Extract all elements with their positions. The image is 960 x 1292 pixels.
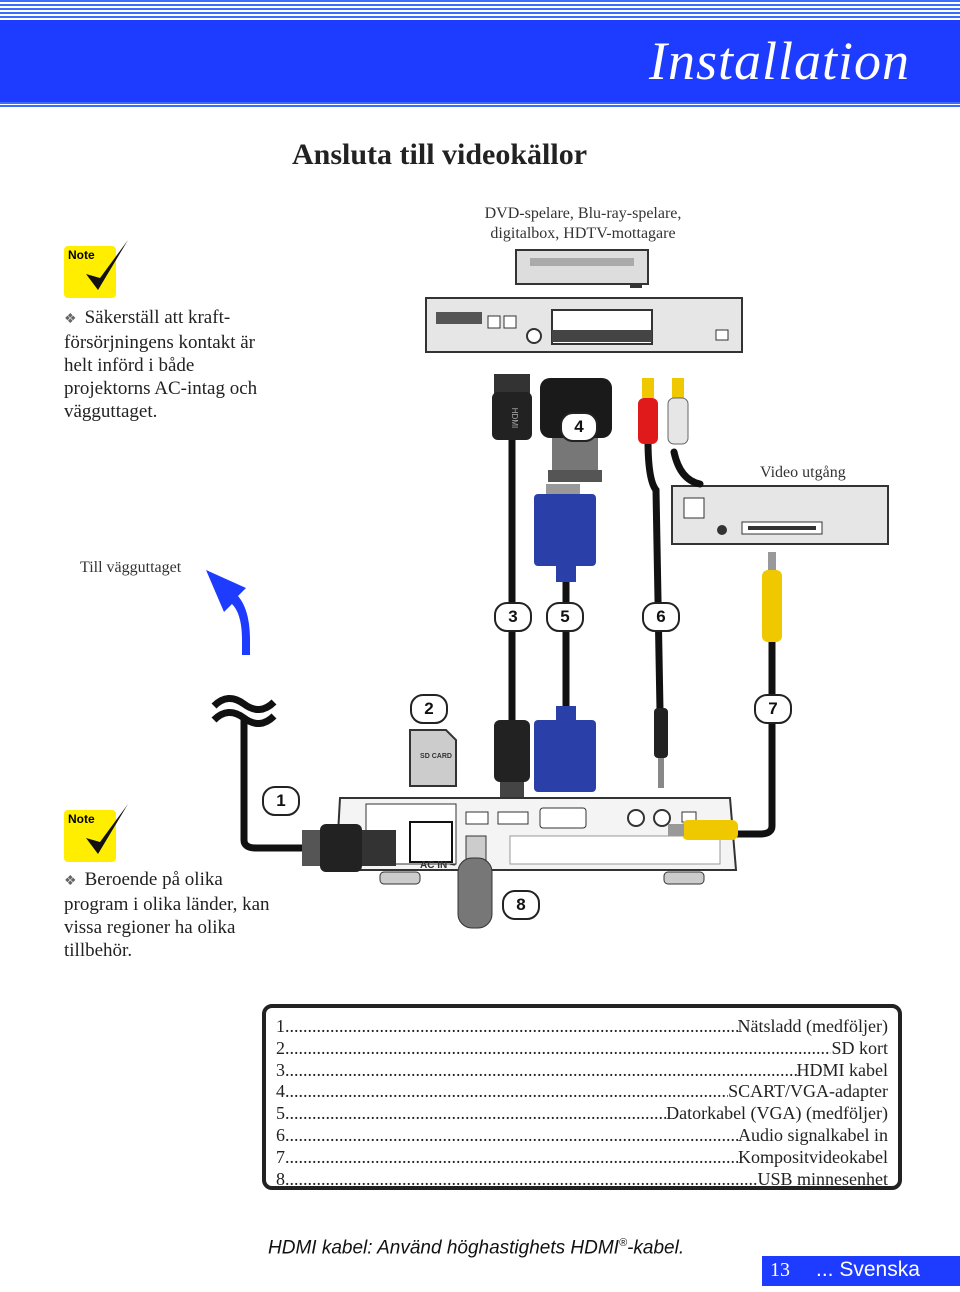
hdmi-plug-top: HDMI <box>492 374 532 440</box>
note-label: Note <box>68 248 95 262</box>
hdmi-plug-bottom <box>494 720 530 798</box>
composite-plug-bottom <box>668 820 738 840</box>
note-text-2-body: Beroende på olika program i olika länder… <box>64 869 270 961</box>
legend-number: 7 <box>276 1146 285 1167</box>
page-footer: 13 ... Svenska <box>762 1256 960 1286</box>
note-icon: Note <box>64 802 130 864</box>
usb-drive <box>457 835 493 929</box>
legend-text: Datorkabel (VGA) (medföljer) <box>666 1103 888 1124</box>
audio-jack <box>654 708 668 788</box>
bullet-icon: ❖ <box>64 312 77 327</box>
marker-3: 3 <box>494 602 532 632</box>
footer-note-prefix: HDMI kabel: Använd höghastighets HDMI <box>268 1237 619 1259</box>
legend-text: Audio signalkabel in <box>738 1124 888 1145</box>
header-underline <box>0 102 960 108</box>
source-caption-line1: DVD-spelare, Blu-ray-spelare, <box>484 205 682 222</box>
rca-plugs <box>638 378 689 445</box>
power-cable <box>240 716 324 852</box>
source-caption: DVD-spelare, Blu-ray-spelare, digitalbox… <box>458 204 708 244</box>
video-player <box>671 485 889 545</box>
note-icon: Note <box>64 238 130 300</box>
legend-text: HDMI kabel <box>796 1059 888 1080</box>
rca-white-cable <box>670 448 704 488</box>
checkmark-icon <box>86 240 128 290</box>
legend-row: 8 USB minnesenhet <box>276 1169 888 1191</box>
marker-8: 8 <box>502 890 540 920</box>
marker-6: 6 <box>642 602 680 632</box>
legend-number: 8 <box>276 1168 285 1189</box>
legend-row: 6 Audio signalkabel in <box>276 1125 888 1147</box>
note-label: Note <box>68 812 95 826</box>
composite-plug-top <box>762 552 782 642</box>
legend-text: SCART/VGA-adapter <box>728 1081 888 1102</box>
marker-4: 4 <box>560 412 598 442</box>
power-plug <box>302 824 396 872</box>
bullet-icon: ❖ <box>64 874 77 889</box>
composite-cable <box>726 636 776 838</box>
sd-card: SD CARD <box>409 729 457 787</box>
language-label: ... Svenska <box>816 1258 920 1281</box>
legend-box: 1 Nätsladd (medföljer) 2 SD kort 3 HDMI ka… <box>262 1004 902 1190</box>
note-text-1-body: Säkerställ att kraft­försörjningens kont… <box>64 307 258 422</box>
footer-note-suffix: -kabel. <box>627 1237 685 1259</box>
registered-mark: ® <box>618 1237 628 1249</box>
header-stripes <box>0 0 960 20</box>
connection-diagram: HDMI SD CARD <box>206 249 889 929</box>
legend-row: 4 SCART/VGA-adapter <box>276 1081 888 1103</box>
legend-text: Kompositvideokabel <box>738 1146 888 1167</box>
header-bar <box>0 20 960 102</box>
settop-box <box>515 249 649 288</box>
wall-outlet-label: Till vägguttaget <box>80 559 182 576</box>
source-caption-line2: digitalbox, HDTV-mottagare <box>490 225 676 242</box>
wall-arrow-icon <box>206 570 250 655</box>
page-title: Installation <box>648 31 910 91</box>
projector: AC IN ~ <box>334 797 738 885</box>
legend-number: 3 <box>276 1059 285 1080</box>
marker-2: 2 <box>410 694 448 724</box>
legend-number: 5 <box>276 1103 285 1124</box>
legend-number: 2 <box>276 1037 285 1058</box>
page-number: 13 <box>770 1259 790 1281</box>
legend-number: 6 <box>276 1124 285 1145</box>
dvd-player <box>425 297 743 353</box>
checkmark-icon <box>86 804 128 854</box>
hdmi-plug-label: HDMI <box>510 408 519 428</box>
legend-row: 1 Nätsladd (medföljer) <box>276 1016 888 1038</box>
legend-text: SD kort <box>831 1037 888 1058</box>
legend-number: 4 <box>276 1081 285 1102</box>
legend-row: 2 SD kort <box>276 1038 888 1060</box>
sd-card-label: SD CARD <box>420 753 452 760</box>
legend-text: USB minnesenhet <box>757 1168 889 1189</box>
legend-number: 1 <box>276 1016 285 1036</box>
legend-row: 5 Datorkabel (VGA) (medföljer) <box>276 1103 888 1125</box>
marker-1: 1 <box>262 786 300 816</box>
cables <box>240 436 776 852</box>
legend-text: Nätsladd (medföljer) <box>737 1016 888 1036</box>
ac-in-label: AC IN ~ <box>420 860 456 871</box>
wall-symbol-icon <box>211 695 277 727</box>
marker-5: 5 <box>546 602 584 632</box>
video-out-label: Video utgång <box>760 464 846 481</box>
note-text-1: ❖Säkerställ att kraft­försörjningens kon… <box>64 306 274 423</box>
section-title: Ansluta till videokällor <box>292 138 588 171</box>
marker-7: 7 <box>754 694 792 724</box>
vga-plug-bottom <box>534 706 596 792</box>
note-text-2: ❖Beroende på olika program i olika lände… <box>64 868 274 962</box>
header-banner: Installation <box>0 0 960 118</box>
legend-row: 7 Kompositvideokabel <box>276 1147 888 1169</box>
vga-plug-top <box>534 484 596 582</box>
audio-cable <box>644 436 664 714</box>
legend-row: 3 HDMI kabel <box>276 1060 888 1082</box>
footer-note: HDMI kabel: Använd höghastighets HDMI®-k… <box>268 1237 684 1259</box>
